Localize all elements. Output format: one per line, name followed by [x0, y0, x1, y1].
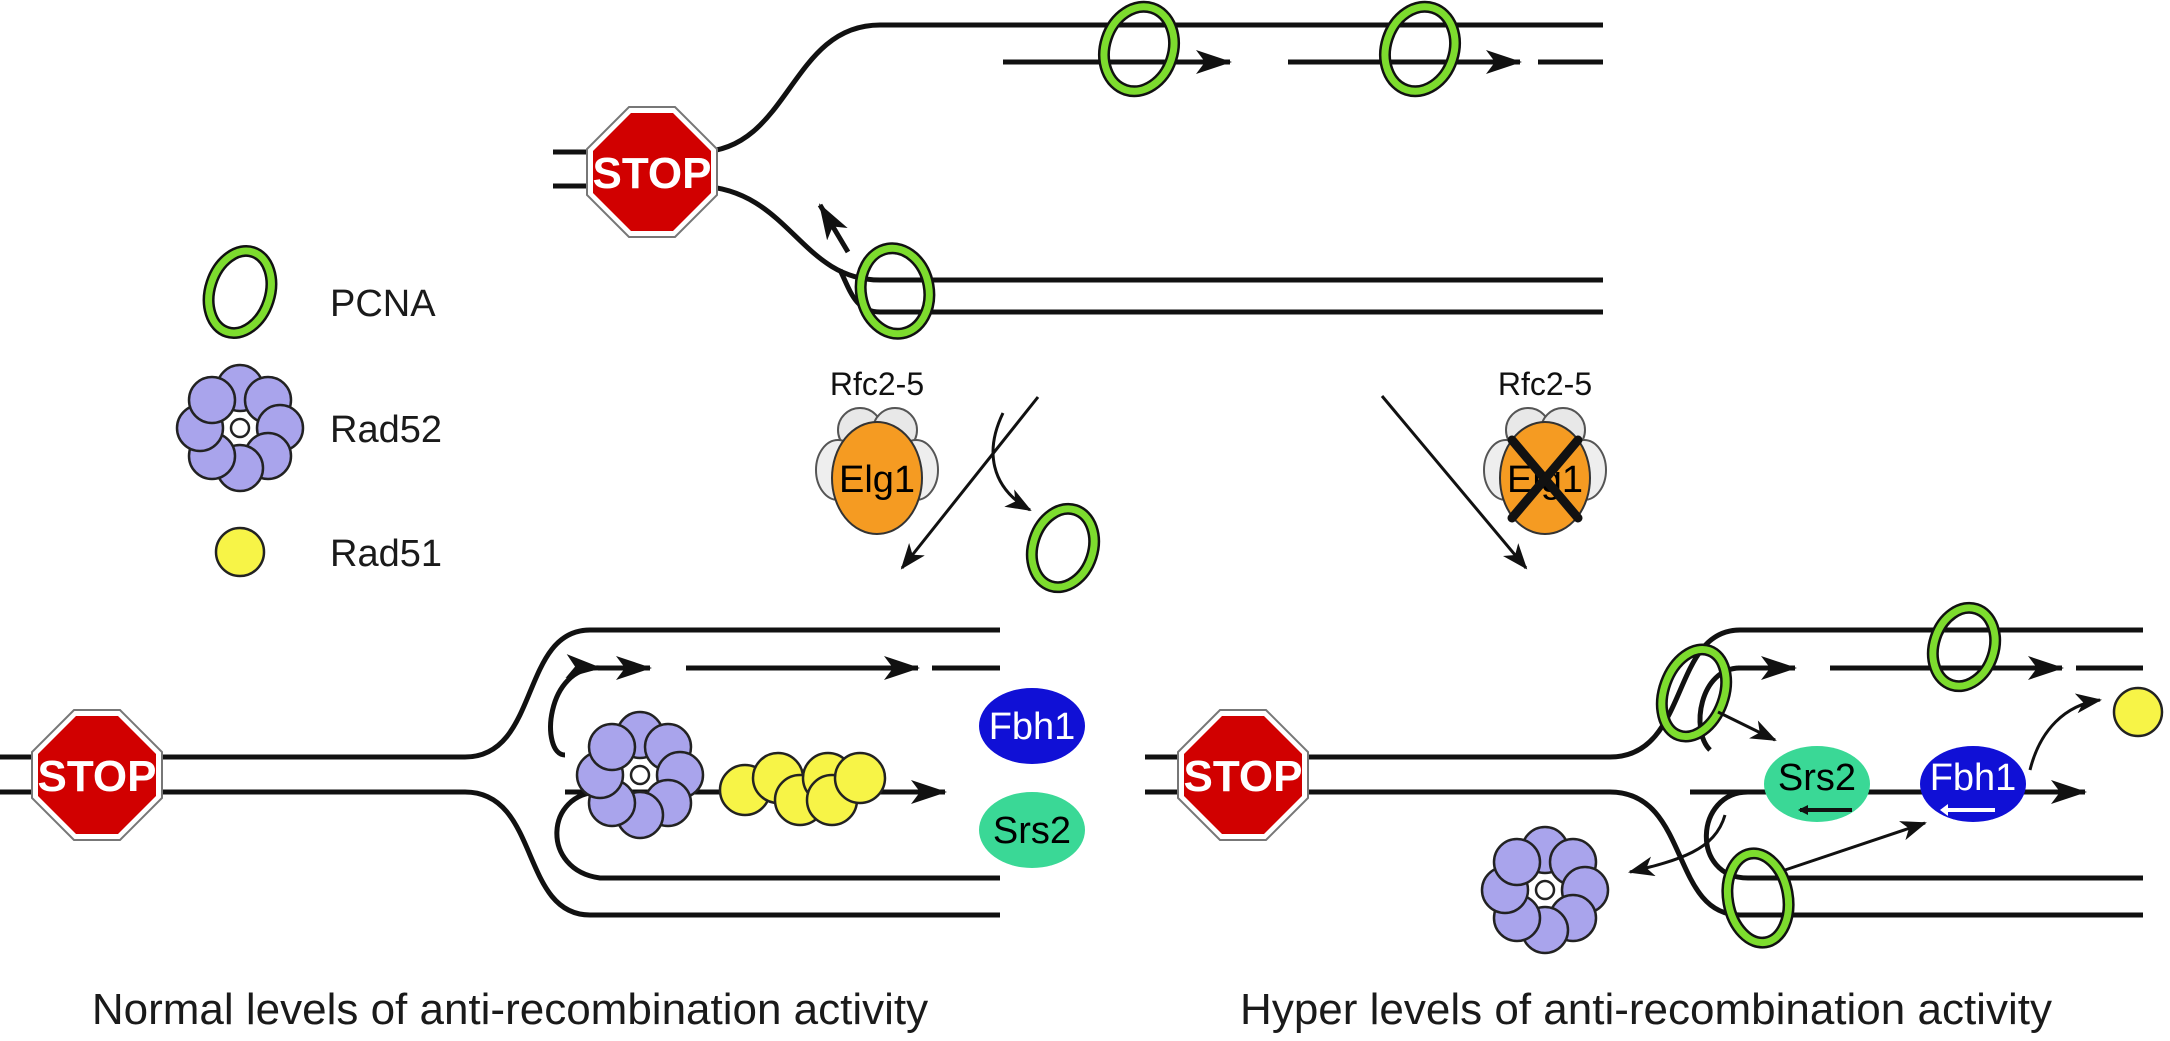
- right-lower-template: [1300, 789, 2143, 918]
- top-pcna-ring-3: [854, 242, 936, 340]
- right-stop-label: STOP: [1183, 752, 1302, 801]
- legend-rad52-label: Rad52: [330, 409, 442, 451]
- left-clamp-loader: Rfc2-5 Elg1: [815, 366, 939, 535]
- legend-pcna-label: PCNA: [330, 283, 436, 325]
- left-rfc-label: Rfc2-5: [830, 366, 924, 402]
- right-pcna-ring-top: [1926, 601, 2002, 693]
- left-elg1-label: Elg1: [839, 459, 915, 501]
- deletion-cross-icon: [1507, 435, 1583, 523]
- top-pcna-ring-2: [1379, 0, 1461, 98]
- legend-rad52-icon: [175, 363, 305, 493]
- right-pcna-ring-lower: [1721, 847, 1795, 949]
- released-pcna-ring: [1025, 502, 1101, 594]
- arrow-to-normal: [900, 396, 1040, 570]
- left-fbh1-label: Fbh1: [989, 706, 1076, 748]
- caption-normal: Normal levels of anti-recombination acti…: [92, 985, 928, 1034]
- srs2-removes-rad52-arrow: [1628, 814, 1727, 877]
- left-upper-template: [155, 627, 1000, 760]
- pcna-to-fbh1-arrow: [1784, 821, 1927, 872]
- top-leading-template: [699, 22, 1603, 155]
- right-rfc-label: Rfc2-5: [1498, 366, 1592, 402]
- left-elg1-body: [831, 421, 923, 535]
- arrow-pcna-release: [991, 412, 1032, 512]
- left-srs2-label: Srs2: [993, 810, 1071, 852]
- left-upper-nascent: [548, 654, 602, 758]
- right-lower-nascent: [1703, 789, 2143, 881]
- top-lagging-strand-hook: [837, 268, 881, 315]
- right-fbh1-label: Fbh1: [1930, 757, 2017, 799]
- right-recruitment-arrows: [1628, 693, 2102, 877]
- right-upper-template: [1300, 627, 2143, 760]
- left-stop-sign: STOP: [31, 709, 163, 841]
- pathway-arrows: [900, 395, 1528, 570]
- left-rad52-ring: [575, 710, 705, 840]
- legend-rad51-label: Rad51: [330, 533, 442, 575]
- left-stop-label: STOP: [37, 752, 156, 801]
- left-rad51-filament: [718, 751, 887, 827]
- left-fbh1: Fbh1: [979, 688, 1085, 764]
- right-srs2-label: Srs2: [1778, 757, 1856, 799]
- right-fbh1: Fbh1: [1920, 746, 2026, 822]
- arrow-to-hyper: [1380, 395, 1528, 570]
- top-stop-sign: STOP: [586, 106, 718, 238]
- legend: PCNA Rad52 Rad51: [175, 244, 442, 578]
- legend-rad51-icon: [214, 526, 266, 578]
- right-stop-sign: STOP: [1177, 709, 1309, 841]
- right-clamp-loader-deleted: Rfc2-5 Elg1: [1483, 366, 1607, 535]
- left-lower-nascent: [554, 789, 1000, 881]
- right-released-rad51: [2112, 686, 2164, 738]
- right-released-rad52: [1480, 825, 1610, 955]
- left-srs2: Srs2: [979, 792, 1085, 868]
- top-stop-label: STOP: [592, 149, 711, 198]
- right-srs2: Srs2: [1764, 746, 1870, 822]
- right-pcna-ring-upper: [1655, 643, 1733, 743]
- pcna-to-srs2-arrow: [1717, 710, 1777, 742]
- caption-hyper: Hyper levels of anti-recombination activ…: [1240, 985, 2052, 1034]
- left-lower-template: [155, 789, 1000, 918]
- fbh1-removes-rad51-arrow: [2028, 693, 2102, 771]
- legend-pcna-icon: [202, 244, 278, 340]
- top-pcna-ring-1: [1098, 0, 1180, 98]
- top-pcna-unloading-arrow: [817, 203, 851, 254]
